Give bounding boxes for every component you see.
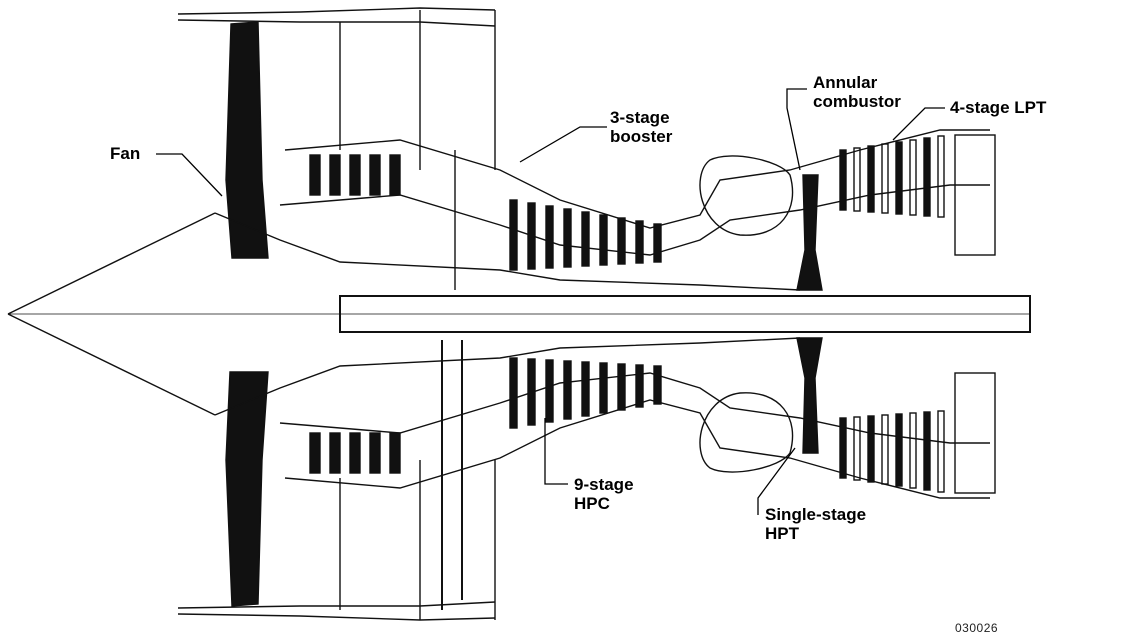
hpc-stage-lower-3 (563, 360, 572, 420)
turbine-rear-frame-lower (954, 372, 996, 494)
booster-blade-upper-0 (309, 154, 321, 196)
hpc-stage-upper-0 (509, 199, 518, 271)
core-casing-inner-lower (279, 372, 990, 444)
booster-blade-lower-3 (369, 432, 381, 474)
fan-blade-upper (225, 21, 269, 259)
hpc-stage-lower-1 (527, 358, 536, 426)
leader-lines (156, 88, 945, 515)
label-hpc: 9-stage HPC (574, 475, 634, 513)
hpc-stage-lower-4 (581, 361, 590, 417)
leader-hpt (757, 447, 796, 515)
nacelle-outer-lower (177, 613, 496, 621)
lpt-airfoil-lower-1 (853, 416, 861, 481)
lpt-airfoil-upper-7 (937, 135, 945, 218)
lpt-airfoil-lower-3 (881, 414, 889, 485)
hpc-stage-upper-7 (635, 220, 644, 264)
leader-fan (156, 153, 223, 197)
lpt-airfoil-lower-7 (937, 410, 945, 493)
spinner-lower (7, 313, 216, 416)
booster-blade-lower-1 (329, 432, 341, 474)
nacelle-outer-upper (177, 7, 496, 15)
leader-lpt (892, 107, 945, 141)
label-hpt-line1: Single-stage (765, 505, 867, 524)
label-combustor-line1: Annular (813, 73, 878, 92)
spinner-upper (7, 212, 216, 315)
nacelle-inner-lower (177, 601, 496, 609)
nacelle-inner-upper (177, 19, 496, 27)
label-hpc-line2: HPC (574, 494, 610, 513)
booster-blade-upper-1 (329, 154, 341, 196)
lpt-airfoil-lower-5 (909, 412, 917, 489)
booster-blade-upper-4 (389, 154, 401, 196)
label-hpt-line2: HPT (765, 524, 799, 543)
figure-reference-number: 030026 (955, 621, 999, 635)
label-fan: Fan (110, 144, 140, 163)
engine-linework (7, 7, 1031, 621)
inner-hub-upper (214, 212, 801, 291)
label-booster-line2: booster (610, 127, 673, 146)
lpt-airfoil-lower-6 (923, 411, 931, 491)
hpc-stage-upper-6 (617, 217, 626, 265)
hpc-stage-upper-5 (599, 214, 608, 266)
core-casing-inner-upper (279, 184, 990, 256)
booster-blade-lower-4 (389, 432, 401, 474)
hpc-stage-upper-2 (545, 205, 554, 269)
lpt-airfoil-upper-2 (867, 145, 875, 213)
lpt-airfoil-upper-0 (839, 149, 847, 211)
lpt-airfoil-lower-0 (839, 417, 847, 479)
label-combustor-line2: combustor (813, 92, 901, 111)
turbine-rear-frame-upper (954, 134, 996, 256)
booster-blade-lower-0 (309, 432, 321, 474)
lpt-airfoil-upper-6 (923, 137, 931, 217)
hpc-stage-lower-7 (635, 364, 644, 408)
lpt-airfoil-upper-1 (853, 147, 861, 212)
hpc-stage-lower-0 (509, 357, 518, 429)
hpc-stage-lower-6 (617, 363, 626, 411)
label-fan-text: Fan (110, 144, 141, 163)
booster-blade-upper-2 (349, 154, 361, 196)
hpc-stage-upper-1 (527, 202, 536, 270)
hpc-stage-lower-2 (545, 359, 554, 423)
label-booster: 3-stage booster (610, 108, 672, 146)
combustor-upper (699, 155, 794, 236)
leader-combustor (786, 88, 807, 171)
combustor-lower (699, 392, 794, 473)
hpt-disk-upper (796, 174, 823, 291)
hpc-stage-upper-3 (563, 208, 572, 268)
hpc-stage-lower-5 (599, 362, 608, 414)
label-hpt: Single-stage HPT (765, 505, 866, 543)
fan-blade-lower (225, 371, 269, 607)
booster-blade-lower-2 (349, 432, 361, 474)
hpc-stage-upper-4 (581, 211, 590, 267)
lpt-airfoil-upper-4 (895, 141, 903, 215)
hpt-disk-lower (796, 337, 823, 454)
leader-booster (519, 126, 607, 163)
label-hpc-line1: 9-stage (574, 475, 634, 494)
label-lpt: 4-stage LPT (950, 98, 1046, 117)
leader-hpc (544, 418, 568, 485)
lpt-airfoil-lower-4 (895, 413, 903, 487)
hpc-stage-upper-8 (653, 223, 662, 263)
inner-hub-lower (214, 337, 801, 416)
label-booster-line1: 3-stage (610, 108, 670, 127)
label-lpt-text: 4-stage LPT (950, 98, 1047, 117)
lpt-airfoil-lower-2 (867, 415, 875, 483)
lpt-airfoil-upper-3 (881, 143, 889, 214)
booster-blade-upper-3 (369, 154, 381, 196)
label-combustor: Annular combustor (813, 73, 901, 111)
hpc-stage-lower-8 (653, 365, 662, 405)
lpt-airfoil-upper-5 (909, 139, 917, 216)
